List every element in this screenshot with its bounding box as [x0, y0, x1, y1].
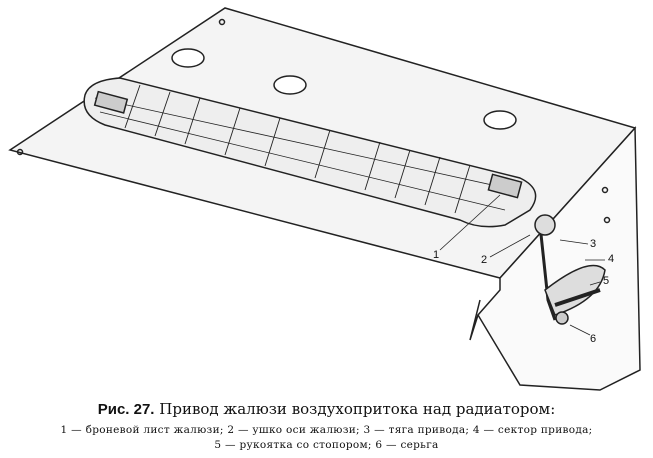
figure-caption-title: Рис. 27. Привод жалюзи воздухопритока на…: [0, 400, 653, 418]
callout-4: 4: [608, 253, 615, 265]
callout-3: 3: [590, 238, 597, 250]
callout-5: 5: [603, 275, 610, 287]
handle: [554, 288, 601, 307]
vent-hole: [273, 75, 307, 95]
vent-hole: [171, 48, 205, 68]
louver-frame: [83, 77, 537, 228]
louver-drive-illustration: [8, 7, 641, 391]
figure-number: Рис. 27.: [97, 401, 155, 418]
figure-legend-line-2: 5 — рукоятка со стопором; 6 — серьга: [214, 439, 439, 451]
callout-6: 6: [590, 333, 597, 345]
callout-1: 1: [433, 249, 440, 261]
vent-hole: [483, 110, 517, 130]
side-plate: [477, 126, 641, 391]
drive-rod: [538, 224, 557, 321]
callout-2: 2: [481, 254, 488, 266]
figure-legend-line-1: 1 — броневой лист жалюзи; 2 — ушко оси ж…: [60, 424, 593, 436]
figure-title: Привод жалюзи воздухопритока над радиато…: [159, 400, 556, 418]
